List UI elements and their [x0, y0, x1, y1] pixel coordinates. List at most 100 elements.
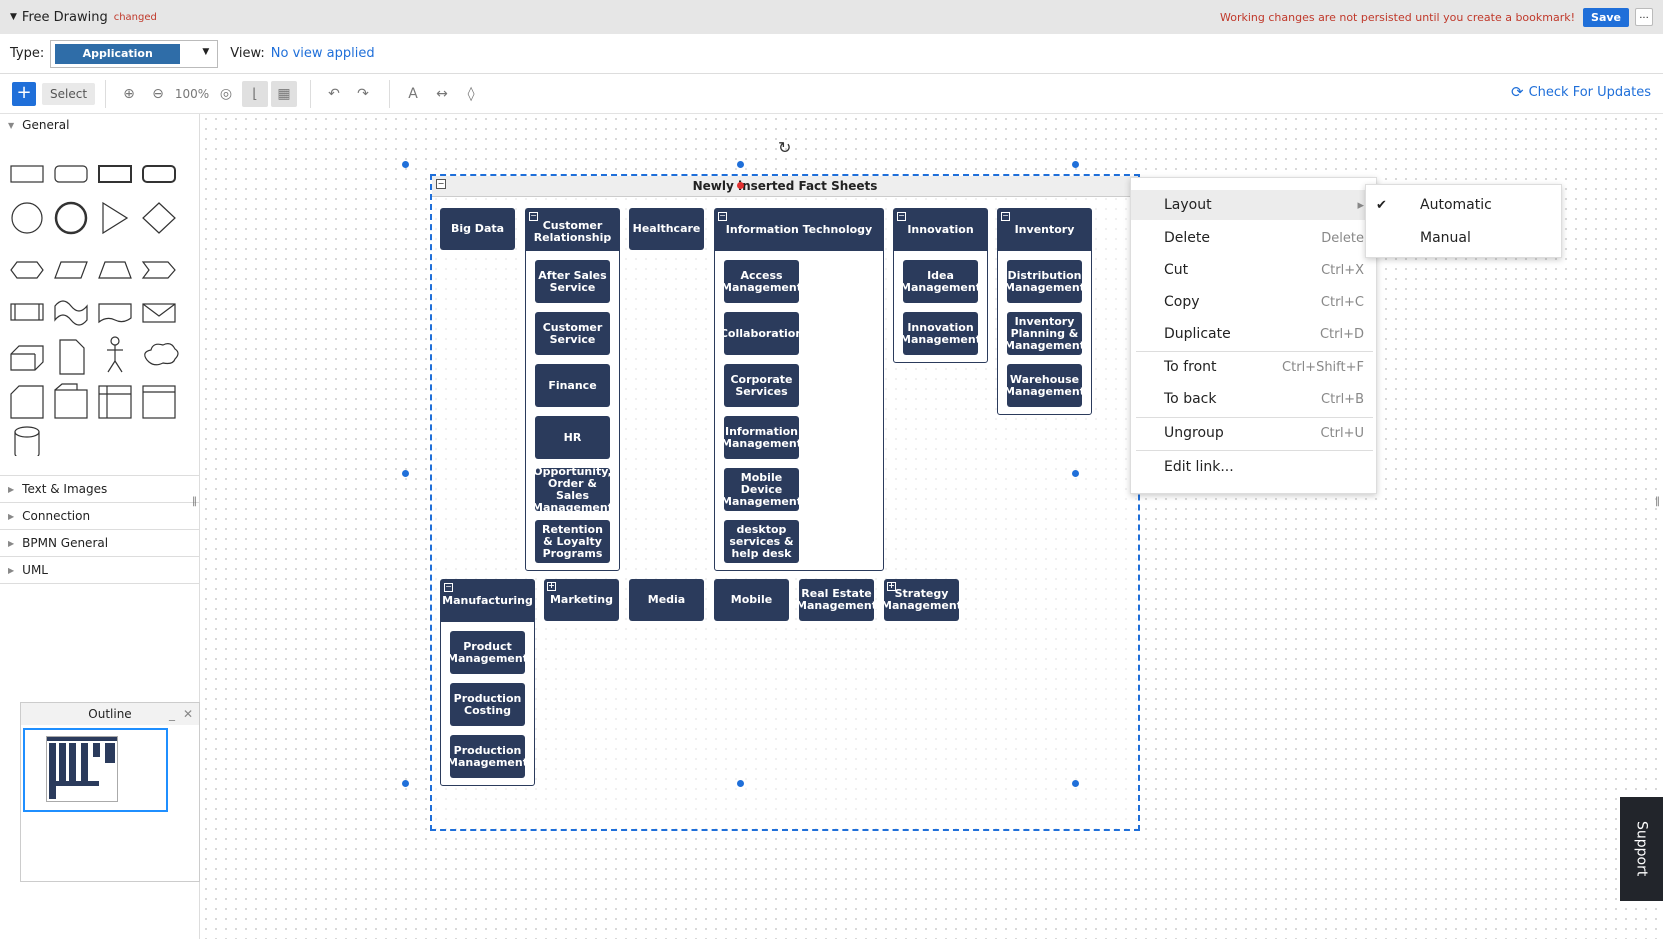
- resize-handle[interactable]: [737, 161, 744, 168]
- resize-handle[interactable]: [402, 780, 409, 787]
- node-real-estate-management[interactable]: Real Estate Management: [796, 579, 877, 621]
- expand-icon[interactable]: +: [887, 581, 896, 591]
- check-updates-button[interactable]: ⟳ Check For Updates: [1511, 83, 1651, 101]
- node-innovation-management[interactable]: Innovation Management: [900, 312, 981, 355]
- caret-down-icon[interactable]: ▼: [10, 12, 17, 22]
- section-connection[interactable]: ▶ Connection: [0, 503, 199, 530]
- resize-handle[interactable]: [1072, 780, 1079, 787]
- menu-item-layout[interactable]: Layout ▸: [1131, 190, 1376, 220]
- resize-handle[interactable]: [737, 780, 744, 787]
- add-button[interactable]: +: [12, 81, 36, 106]
- node-mobile[interactable]: Mobile: [714, 579, 789, 621]
- zoom-out-icon[interactable]: ⊖: [152, 85, 164, 102]
- outline-header[interactable]: Outline _ ✕: [21, 703, 199, 725]
- submenu-item-manual[interactable]: Manual: [1366, 222, 1561, 254]
- node-warehouse-management[interactable]: Warehouse Management: [1004, 364, 1085, 407]
- resize-handle[interactable]: [1072, 470, 1079, 477]
- node-after-sales-service[interactable]: After Sales Service: [535, 260, 610, 303]
- container-title[interactable]: Information Technology: [715, 209, 883, 251]
- connection-handle[interactable]: [737, 182, 744, 189]
- menu-item-duplicate[interactable]: Duplicate Ctrl+D: [1131, 319, 1376, 349]
- container-title[interactable]: Customer Relationship: [526, 209, 619, 251]
- fit-target-icon[interactable]: ◎: [219, 85, 233, 102]
- collapse-icon[interactable]: −: [444, 582, 453, 592]
- section-text-images[interactable]: ▶ Text & Images: [0, 476, 199, 503]
- submenu-item-automatic[interactable]: ✔ Automatic: [1366, 189, 1561, 221]
- menu-item-cut[interactable]: Cut Ctrl+X: [1131, 255, 1376, 285]
- node-information-management[interactable]: Information Management: [721, 416, 802, 459]
- select-button[interactable]: Select: [42, 82, 96, 105]
- outline-panel[interactable]: Outline _ ✕: [20, 702, 200, 882]
- node-production-management[interactable]: Production Management: [447, 735, 528, 778]
- shape-icons[interactable]: [0, 136, 200, 456]
- collapse-icon[interactable]: −: [718, 211, 727, 221]
- width-icon[interactable]: ↔: [436, 85, 448, 102]
- node-idea-management[interactable]: Idea Management: [900, 260, 981, 303]
- node-opportunity-order-sales[interactable]: Opportunity, Order & Sales Management: [532, 464, 613, 514]
- outline-viewport[interactable]: [23, 728, 168, 812]
- node-finance[interactable]: Finance: [535, 364, 610, 407]
- text-format-icon[interactable]: A: [408, 85, 418, 102]
- node-product-management[interactable]: Product Management: [447, 631, 528, 674]
- more-button[interactable]: ...: [1635, 8, 1653, 26]
- expand-icon[interactable]: +: [547, 581, 556, 591]
- resize-handle[interactable]: [402, 470, 409, 477]
- node-access-management[interactable]: Access Management: [721, 260, 802, 303]
- container-title[interactable]: Innovation: [894, 209, 987, 251]
- container-information-technology[interactable]: Information Technology − Access Manageme…: [714, 208, 884, 571]
- node-customer-service[interactable]: Customer Service: [535, 312, 610, 355]
- container-manufacturing[interactable]: Manufacturing − Product Management Produ…: [440, 579, 535, 786]
- fill-color-icon[interactable]: ◊: [467, 85, 475, 102]
- collapse-icon[interactable]: −: [529, 211, 538, 221]
- node-marketing[interactable]: + Marketing: [544, 579, 619, 621]
- group-title[interactable]: Newly inserted Fact Sheets: [432, 176, 1138, 197]
- sidebar-resize-handle[interactable]: ‖: [192, 496, 197, 507]
- node-strategy-management[interactable]: + Strategy Management: [881, 579, 962, 621]
- menu-item-edit-link[interactable]: Edit link...: [1131, 452, 1376, 482]
- snap-icon[interactable]: ⌊: [242, 80, 269, 107]
- node-mobile-device-management[interactable]: Mobile Device Management: [721, 468, 802, 511]
- redo-icon[interactable]: ↷: [357, 85, 369, 102]
- node-hr[interactable]: HR: [535, 416, 610, 459]
- collapse-icon[interactable]: −: [897, 211, 906, 221]
- view-link[interactable]: No view applied: [270, 46, 375, 61]
- zoom-in-icon[interactable]: ⊕: [123, 85, 135, 102]
- fact-sheet-group[interactable]: Newly inserted Fact Sheets − Big Data Cu…: [430, 174, 1140, 831]
- node-corporate-services[interactable]: Corporate Services: [724, 364, 799, 407]
- support-tab[interactable]: Support: [1620, 797, 1663, 901]
- drawing-title[interactable]: Free Drawing: [21, 9, 108, 25]
- container-customer-relationship[interactable]: Customer Relationship − After Sales Serv…: [525, 208, 620, 571]
- node-healthcare[interactable]: Healthcare: [629, 208, 704, 250]
- minimize-icon[interactable]: _: [169, 707, 175, 721]
- node-inventory-planning[interactable]: Inventory Planning & Management: [1004, 312, 1085, 355]
- node-collaboration[interactable]: Collaboration: [720, 312, 803, 355]
- close-icon[interactable]: ✕: [182, 707, 193, 721]
- type-select[interactable]: Application ▼: [50, 39, 219, 68]
- menu-item-copy[interactable]: Copy Ctrl+C: [1131, 287, 1376, 317]
- resize-handle[interactable]: [402, 161, 409, 168]
- node-production-costing[interactable]: Production Costing: [450, 683, 525, 726]
- section-uml[interactable]: ▶ UML: [0, 557, 199, 584]
- section-bpmn-general[interactable]: ▶ BPMN General: [0, 530, 199, 557]
- undo-icon[interactable]: ↶: [328, 85, 340, 102]
- container-innovation[interactable]: Innovation − Idea Management Innovation …: [893, 208, 988, 363]
- menu-item-to-front[interactable]: To front Ctrl+Shift+F: [1131, 352, 1376, 382]
- container-inventory[interactable]: Inventory − Distribution Management Inve…: [997, 208, 1092, 415]
- node-media[interactable]: Media: [629, 579, 704, 621]
- container-title[interactable]: Manufacturing: [441, 580, 534, 622]
- save-button[interactable]: Save: [1583, 7, 1629, 27]
- node-big-data[interactable]: Big Data: [440, 208, 515, 250]
- node-distribution-management[interactable]: Distribution Management: [1004, 260, 1085, 303]
- container-title[interactable]: Inventory: [998, 209, 1091, 251]
- node-retention-loyalty[interactable]: Retention & Loyalty Programs: [535, 520, 610, 563]
- zoom-level[interactable]: 100%: [174, 86, 210, 101]
- collapse-icon[interactable]: −: [1001, 211, 1010, 221]
- menu-item-to-back[interactable]: To back Ctrl+B: [1131, 384, 1376, 414]
- section-general[interactable]: ▼ General: [0, 114, 199, 136]
- rotate-icon[interactable]: ↻: [778, 138, 792, 157]
- panel-resize-handle[interactable]: ‖: [1655, 496, 1660, 507]
- resize-handle[interactable]: [1072, 161, 1079, 168]
- node-desktop-services[interactable]: desktop services & help desk: [724, 520, 799, 563]
- grid-icon[interactable]: ▦: [271, 80, 298, 107]
- collapse-icon[interactable]: −: [436, 179, 446, 189]
